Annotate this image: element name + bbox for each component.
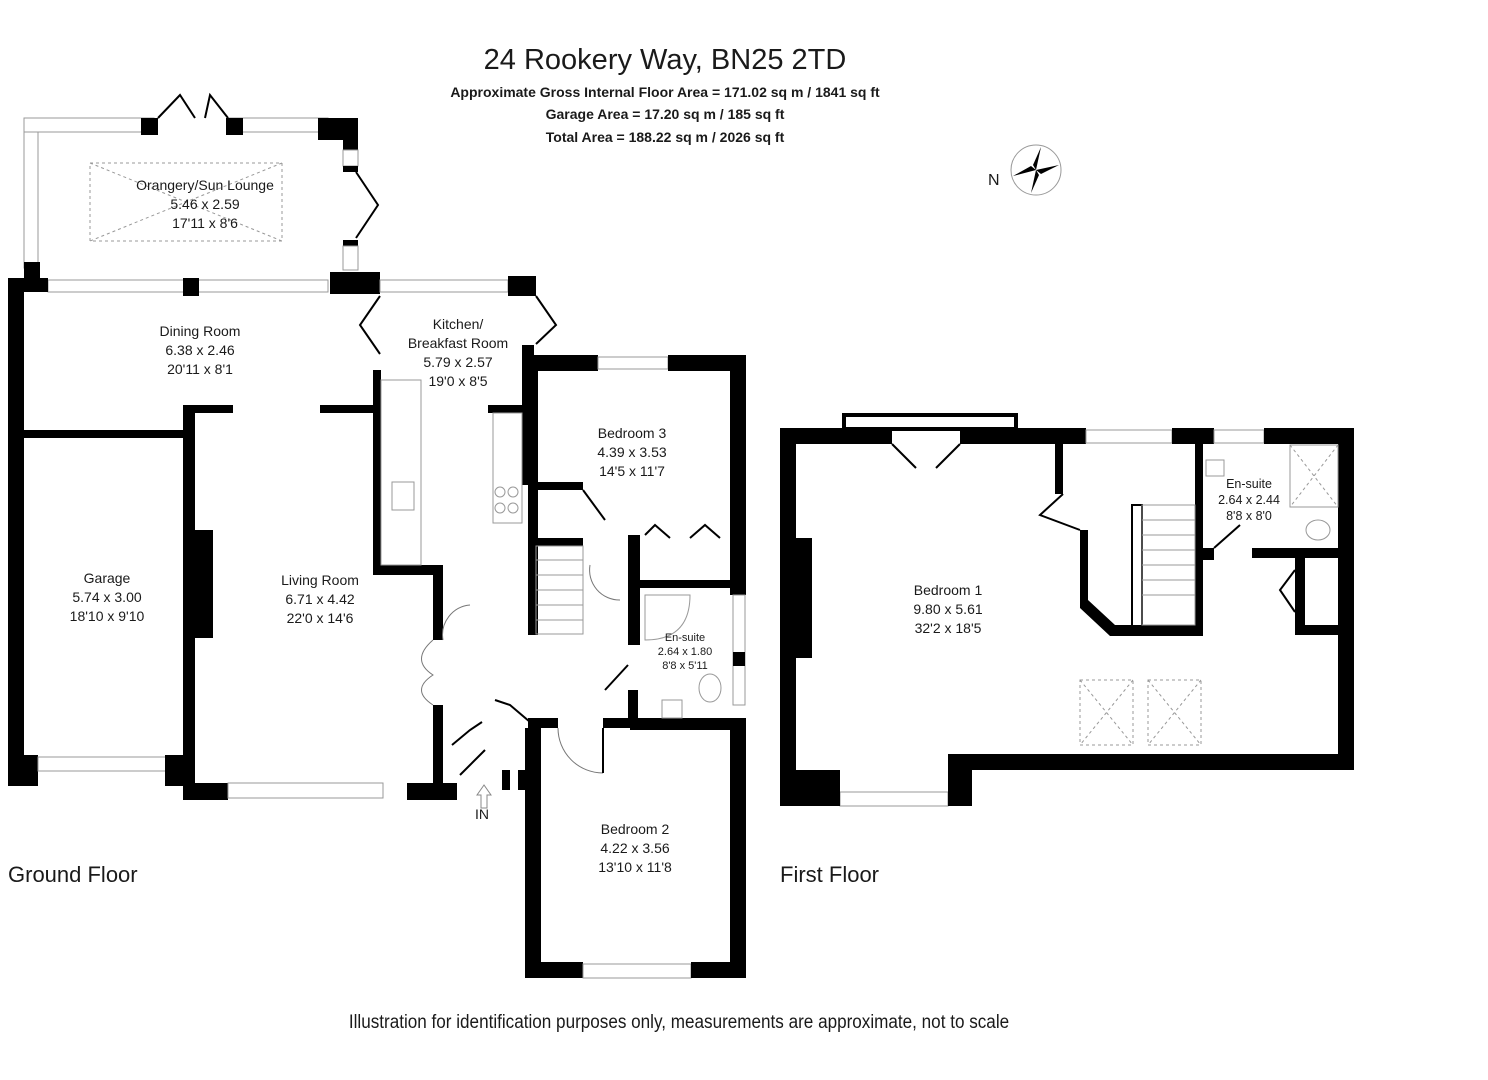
total-area: Total Area = 188.22 sq m / 2026 sq ft <box>545 129 785 145</box>
room-name-line2: Breakfast Room <box>407 335 509 351</box>
entrance-arrow-icon <box>476 784 492 809</box>
disclaimer-text: Illustration for identification purposes… <box>348 1012 1010 1033</box>
room-size-metric: 6.38 x 2.46 <box>165 342 235 358</box>
room-size-imperial: 13'10 x 11'8 <box>598 859 672 875</box>
gross-internal-area: Approximate Gross Internal Floor Area = … <box>450 84 880 100</box>
room-name: Dining Room <box>159 323 241 339</box>
first-floor-label: First Floor <box>780 862 879 887</box>
entrance-label: IN <box>475 806 489 822</box>
room-size-imperial: 22'0 x 14'6 <box>286 610 354 626</box>
room-label-bedroom-1: Bedroom 1 9.80 x 5.61 32'2 x 18'5 <box>888 581 1008 638</box>
room-name: En-suite <box>1226 477 1272 491</box>
room-size-imperial: 17'11 x 8'6 <box>172 215 238 231</box>
room-name: Orangery/Sun Lounge <box>136 177 274 193</box>
room-name: Bedroom 1 <box>913 582 983 598</box>
kitchen-bifold-door-left <box>358 295 381 355</box>
room-size-metric: 9.80 x 5.61 <box>913 601 983 617</box>
room-size-imperial: 14'5 x 11'7 <box>599 463 665 479</box>
room-size-imperial: 32'2 x 18'5 <box>914 620 982 636</box>
room-name: En-suite <box>664 632 706 644</box>
room-size-metric: 4.39 x 3.53 <box>597 444 667 460</box>
room-size-metric: 2.64 x 1.80 <box>657 646 713 658</box>
compass-north-label: N <box>988 172 1000 189</box>
room-label-bedroom-2: Bedroom 2 4.22 x 3.56 13'10 x 11'8 <box>575 820 695 877</box>
chimney-breast <box>195 530 213 638</box>
property-address-title: 24 Rookery Way, BN25 2TD <box>483 44 847 76</box>
ground-floor-label: Ground Floor <box>8 862 138 887</box>
room-label-dining-room: Dining Room 6.38 x 2.46 20'11 x 8'1 <box>100 322 300 379</box>
room-size-metric: 5.79 x 2.57 <box>423 354 493 370</box>
room-name: Garage <box>83 570 131 586</box>
room-size-imperial: 20'11 x 8'1 <box>167 361 233 377</box>
room-size-metric: 4.22 x 3.56 <box>600 840 670 856</box>
orangery-bifold-door <box>355 171 380 239</box>
room-size-imperial: 8'8 x 5'11 <box>662 660 708 672</box>
room-label-ensuite-ground: En-suite 2.64 x 1.80 8'8 x 5'11 <box>645 631 725 673</box>
chimney-breast-first-floor <box>796 538 812 658</box>
room-size-imperial: 18'10 x 9'10 <box>69 608 145 624</box>
room-label-garage: Garage 5.74 x 3.00 18'10 x 9'10 <box>37 569 177 626</box>
room-size-metric: 6.71 x 4.42 <box>285 591 355 607</box>
room-label-kitchen: Kitchen/ Breakfast Room 5.79 x 2.57 19'0… <box>388 315 528 391</box>
kitchen-bifold-door-right <box>535 295 558 345</box>
first-floor-staircase <box>1141 504 1196 626</box>
room-size-metric: 5.46 x 2.59 <box>170 196 240 212</box>
garage-area: Garage Area = 17.20 sq m / 185 sq ft <box>545 106 785 122</box>
room-name: Kitchen/ <box>432 316 484 332</box>
room-label-living-room: Living Room 6.71 x 4.42 22'0 x 14'6 <box>240 571 400 628</box>
room-label-ensuite-first: En-suite 2.64 x 2.44 8'8 x 8'0 <box>1208 476 1290 524</box>
room-size-metric: 2.64 x 2.44 <box>1218 493 1280 507</box>
room-size-metric: 5.74 x 3.00 <box>72 589 142 605</box>
room-size-imperial: 8'8 x 8'0 <box>1226 509 1272 523</box>
room-size-imperial: 19'0 x 8'5 <box>428 373 488 389</box>
room-name: Bedroom 2 <box>600 821 670 837</box>
room-label-orangery: Orangery/Sun Lounge 5.46 x 2.59 17'11 x … <box>95 176 315 233</box>
room-label-bedroom-3: Bedroom 3 4.39 x 3.53 14'5 x 11'7 <box>572 424 692 481</box>
ground-floor-staircase <box>535 545 584 635</box>
compass-rose-icon <box>1010 144 1062 196</box>
room-name: Living Room <box>281 572 359 588</box>
room-name: Bedroom 3 <box>597 425 667 441</box>
first-floor-walls <box>780 413 1354 807</box>
